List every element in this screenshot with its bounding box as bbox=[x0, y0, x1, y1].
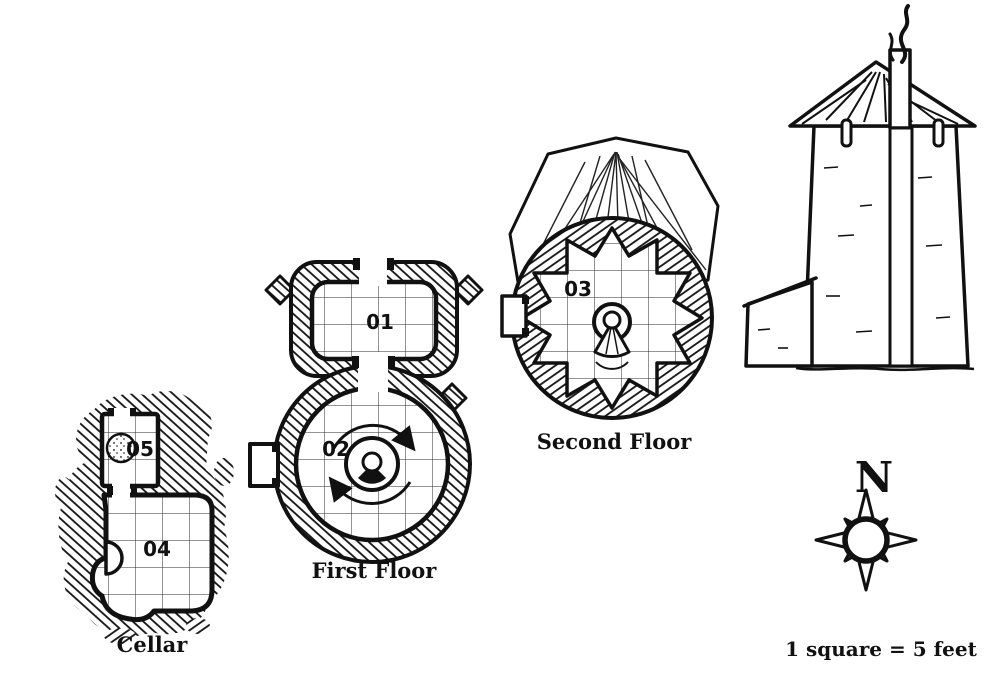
second-floor-caption: Second Floor bbox=[537, 429, 692, 454]
room-05-well-icon bbox=[105, 432, 137, 464]
compass-center bbox=[842, 516, 890, 564]
cellar-caption: Cellar bbox=[117, 632, 189, 657]
tower-annex-roofline bbox=[742, 276, 818, 308]
tower-chimney-shaft bbox=[888, 126, 914, 368]
rotation-arrow-top-icon bbox=[332, 423, 416, 452]
cellar-plan: 05 04 Cellar bbox=[55, 390, 234, 657]
tower-roof bbox=[788, 60, 977, 128]
room-04-label: 04 bbox=[143, 537, 171, 561]
compass-rose: N bbox=[814, 453, 918, 592]
tower-elevation bbox=[742, 4, 977, 372]
ground-line bbox=[795, 366, 975, 372]
smoke-icon bbox=[888, 32, 895, 62]
room-01-label: 01 bbox=[366, 310, 394, 334]
tower-window bbox=[932, 118, 945, 148]
room-03-label: 03 bbox=[564, 277, 592, 301]
compass-north-label: N bbox=[855, 453, 893, 502]
smoke-icon bbox=[898, 4, 910, 64]
left-alcove-door bbox=[248, 442, 280, 488]
compass-star-icon bbox=[814, 488, 918, 592]
millstone-icon bbox=[344, 436, 400, 492]
cellar-door bbox=[107, 482, 137, 499]
scale-note: 1 square = 5 feet bbox=[785, 637, 978, 661]
rock-tuft bbox=[55, 477, 73, 507]
tower-chimney-top bbox=[888, 48, 912, 130]
inner-door bbox=[352, 352, 395, 392]
second-floor-door bbox=[500, 294, 529, 338]
mill-hopper-icon bbox=[592, 302, 632, 370]
rock-tuft bbox=[186, 618, 210, 634]
rock-tuft bbox=[104, 628, 136, 644]
first-floor-caption: First Floor bbox=[312, 558, 438, 583]
room-02-label: 02 bbox=[322, 437, 350, 461]
room-04-curved-wall bbox=[104, 540, 124, 576]
room-05-label: 05 bbox=[126, 437, 154, 461]
wall-bump bbox=[452, 274, 484, 306]
top-entry-door bbox=[353, 256, 394, 286]
rock-tuft bbox=[214, 458, 234, 486]
first-floor-plan: 01 02 First Floor bbox=[248, 256, 484, 583]
tower-annex bbox=[744, 280, 814, 368]
tower-window bbox=[840, 118, 853, 148]
second-floor-plan: 03 Second Floor bbox=[500, 136, 720, 454]
tower-body bbox=[802, 124, 970, 368]
rotation-arrow-bottom-icon bbox=[328, 476, 412, 505]
tower-annex-texture bbox=[757, 328, 788, 349]
cellar-top-door bbox=[108, 408, 136, 417]
tower-stone-texture bbox=[823, 166, 951, 333]
